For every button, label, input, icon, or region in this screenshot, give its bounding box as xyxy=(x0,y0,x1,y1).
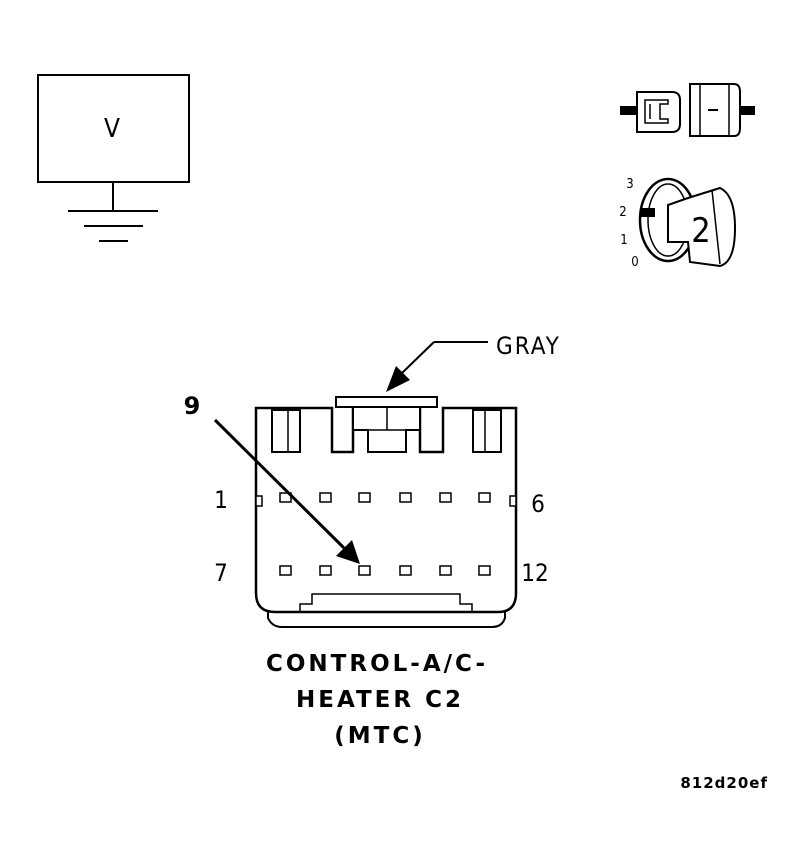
cavity-10 xyxy=(399,565,412,576)
cavity-8 xyxy=(319,565,332,576)
pin-callout-line xyxy=(213,418,346,550)
ignition-position-2: 2 xyxy=(619,205,626,220)
cavity-row-bottom xyxy=(279,565,491,576)
ignition-key-icon: 3 2 1 0 2 xyxy=(619,177,737,270)
cavity-12 xyxy=(478,565,491,576)
cavity-6 xyxy=(478,492,491,503)
cavity-2 xyxy=(319,492,332,503)
pin-callout-number: 9 xyxy=(184,392,201,420)
pin-callout: 9 xyxy=(184,392,360,564)
cavity-3 xyxy=(358,492,371,503)
connector-color-label: GRAY xyxy=(496,332,561,360)
cavity-7 xyxy=(279,565,292,576)
bottom-row-end-label: 12 xyxy=(521,559,548,587)
connector-housing xyxy=(254,396,518,628)
caption-line-2: HEATER C2 xyxy=(296,687,464,713)
cavity-row-top xyxy=(279,492,491,503)
cavity-4 xyxy=(399,492,412,503)
ignition-position-1: 1 xyxy=(620,233,627,248)
cavity-11 xyxy=(439,565,452,576)
bottom-row-start-label: 7 xyxy=(214,559,228,587)
disconnect-connector-icon xyxy=(620,83,755,137)
caption-line-3: (MTC) xyxy=(334,723,425,749)
connector-caption: CONTROL-A/C- HEATER C2 (MTC) xyxy=(266,651,488,749)
ignition-position-3: 3 xyxy=(626,177,633,192)
top-row-start-label: 1 xyxy=(214,486,228,514)
caption-line-1: CONTROL-A/C- xyxy=(266,651,488,677)
ignition-position-0: 0 xyxy=(631,255,638,270)
voltmeter-symbol: V xyxy=(37,74,190,242)
color-callout-arrowhead xyxy=(386,366,410,392)
pin-callout-arrowhead xyxy=(336,540,360,564)
cavity-9 xyxy=(358,565,371,576)
top-row-end-label: 6 xyxy=(531,490,545,518)
voltmeter-label: V xyxy=(104,114,120,144)
color-callout: GRAY xyxy=(386,332,561,392)
figure-id: 812d20ef xyxy=(680,774,768,792)
cavity-5 xyxy=(439,492,452,503)
ignition-key-position: 2 xyxy=(691,211,710,251)
